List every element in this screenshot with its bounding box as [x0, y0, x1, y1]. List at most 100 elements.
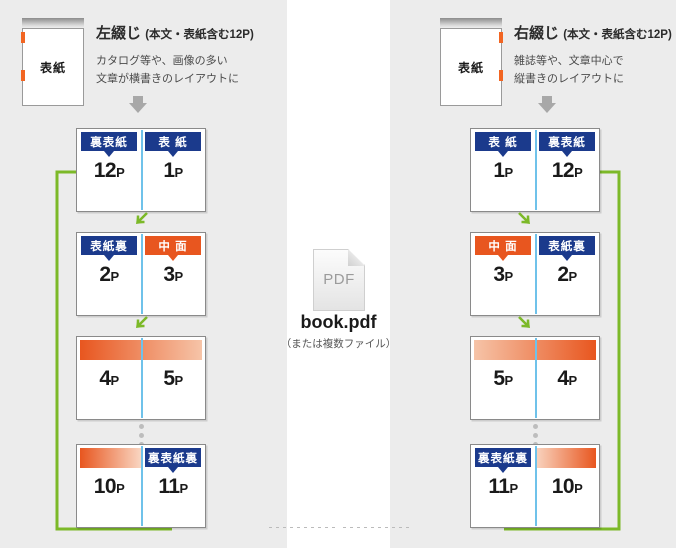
page-cell: 表 紙 1P — [141, 129, 205, 211]
pdf-icon-fold-corner — [348, 249, 365, 266]
page-cell: 中 面 3P — [471, 233, 535, 315]
page-cell: 10P — [77, 445, 141, 527]
book-spine — [22, 18, 84, 30]
page-number: 2P — [99, 263, 119, 286]
page-cell: 裏表紙裏 11P — [141, 445, 205, 527]
page-cell: 中 面 3P — [141, 233, 205, 315]
book-cover: 表紙 — [440, 28, 502, 106]
page-tag: 裏表紙裏 — [475, 448, 531, 473]
right-spread-2: 中 面 3P 表紙裏 2P — [470, 232, 600, 316]
left-title: 左綴じ (本文・表紙含む12P) — [96, 22, 254, 43]
page-number: 5P — [493, 367, 513, 390]
page-tag: 中 面 — [145, 236, 201, 261]
left-spread-2: 表紙裏 2P 中 面 3P — [76, 232, 206, 316]
page-cell: 10P — [535, 445, 599, 527]
right-flow-arrow-1 — [518, 212, 532, 226]
page-tag: 中 面 — [475, 236, 531, 261]
right-description: 雑誌等や、文章中心で 縦書きのレイアウトに — [514, 52, 672, 88]
right-title: 右綴じ (本文・表紙含む12P) — [514, 22, 672, 43]
page-number: 3P — [493, 263, 513, 286]
right-header-text: 右綴じ (本文・表紙含む12P) 雑誌等や、文章中心で 縦書きのレイアウトに — [514, 22, 672, 88]
right-binding-column: 表紙 右綴じ (本文・表紙含む12P) 雑誌等や、文章中心で 縦書きのレイアウト… — [390, 0, 676, 548]
page-cell: 表 紙 1P — [471, 129, 535, 211]
spread-gutter — [535, 446, 537, 526]
page-tag: 裏表紙裏 — [145, 448, 201, 473]
page-cell: 5P — [141, 337, 205, 419]
connector-line-right — [343, 527, 409, 528]
page-number: 12P — [93, 159, 125, 182]
right-spread-3: 5P 4P — [470, 336, 600, 420]
page-number: 2P — [557, 263, 577, 286]
page-number: 1P — [493, 159, 513, 182]
pdf-file-name: book.pdf — [300, 312, 377, 332]
right-spread-4: 裏表紙裏 11P 10P — [470, 444, 600, 528]
page-number: 10P — [93, 475, 125, 498]
left-book-illustration: 表紙 — [21, 18, 84, 106]
right-flow-arrow-2 — [518, 316, 532, 330]
page-cell: 裏表紙 12P — [535, 129, 599, 211]
page-cell: 表紙裏 2P — [535, 233, 599, 315]
page-tag: 裏表紙 — [81, 132, 137, 157]
left-header: 表紙 左綴じ (本文・表紙含む12P) カタログ等や、画像の多い 文章が横書きの… — [18, 10, 280, 110]
left-flow-arrow-2 — [134, 316, 148, 330]
book-cover: 表紙 — [22, 28, 84, 106]
page-number: 12P — [551, 159, 583, 182]
right-desc-line2: 縦書きのレイアウトに — [514, 73, 624, 86]
spread-gutter — [535, 234, 537, 314]
left-spread-3: 4P 5P — [76, 336, 206, 420]
page-cell: 裏表紙裏 11P — [471, 445, 535, 527]
page-number: 1P — [163, 159, 183, 182]
spread-gutter — [535, 338, 537, 418]
left-spread-4: 10P 裏表紙裏 11P — [76, 444, 206, 528]
left-description: カタログ等や、画像の多い 文章が横書きのレイアウトに — [96, 52, 254, 88]
page-number: 4P — [99, 367, 119, 390]
right-book-illustration: 表紙 — [440, 18, 503, 106]
left-flow-arrow-1 — [134, 212, 148, 226]
page-cell: 表紙裏 2P — [77, 233, 141, 315]
content-gradient-band — [535, 448, 596, 468]
page-number: 10P — [551, 475, 583, 498]
left-spread-1: 裏表紙 12P 表 紙 1P — [76, 128, 206, 212]
right-down-arrow-icon — [538, 96, 556, 113]
right-desc-line1: 雑誌等や、文章中心で — [514, 55, 624, 67]
page-tag: 表紙裏 — [81, 236, 137, 261]
left-title-sub: (本文・表紙含む12P) — [145, 29, 254, 41]
page-tag: 表 紙 — [475, 132, 531, 157]
page-number: 3P — [163, 263, 183, 286]
right-spread-1: 表 紙 1P 裏表紙 12P — [470, 128, 600, 212]
right-header: 表紙 右綴じ (本文・表紙含む12P) 雑誌等や、文章中心で 縦書きのレイアウト… — [408, 10, 672, 110]
spread-gutter — [141, 338, 143, 418]
page-number: 11P — [488, 475, 518, 498]
pdf-file-note: （または複数ファイル） — [280, 338, 397, 350]
page-cell: 裏表紙 12P — [77, 129, 141, 211]
left-desc-line1: カタログ等や、画像の多い — [96, 55, 228, 67]
page-cell: 5P — [471, 337, 535, 419]
book-cover-label: 表紙 — [457, 60, 484, 75]
page-tag: 裏表紙 — [539, 132, 595, 157]
binding-staple-top-icon — [499, 32, 503, 43]
spread-gutter — [141, 234, 143, 314]
book-spine — [440, 18, 502, 30]
page-cell: 4P — [77, 337, 141, 419]
spread-gutter — [141, 130, 143, 210]
left-down-arrow-icon — [129, 96, 147, 113]
book-cover-label: 表紙 — [39, 60, 66, 75]
spread-gutter — [141, 446, 143, 526]
binding-staple-bottom-icon — [499, 70, 503, 81]
pdf-icon-label: PDF — [323, 271, 355, 288]
left-title-main: 左綴じ — [96, 25, 142, 42]
left-header-text: 左綴じ (本文・表紙含む12P) カタログ等や、画像の多い 文章が横書きのレイア… — [96, 22, 254, 88]
content-gradient-band — [80, 448, 141, 468]
page-number: 4P — [557, 367, 577, 390]
center-pdf-section: PDF book.pdf （または複数ファイル） — [269, 0, 409, 548]
connector-line-left — [269, 527, 335, 528]
page-cell: 4P — [535, 337, 599, 419]
left-binding-column: 表紙 左綴じ (本文・表紙含む12P) カタログ等や、画像の多い 文章が横書きの… — [0, 0, 287, 548]
binding-staple-top-icon — [21, 32, 25, 43]
page-number: 11P — [158, 475, 188, 498]
binding-staple-bottom-icon — [21, 70, 25, 81]
page-number: 5P — [163, 367, 183, 390]
left-desc-line2: 文章が横書きのレイアウトに — [96, 73, 239, 86]
pdf-file-icon: PDF — [269, 249, 409, 528]
